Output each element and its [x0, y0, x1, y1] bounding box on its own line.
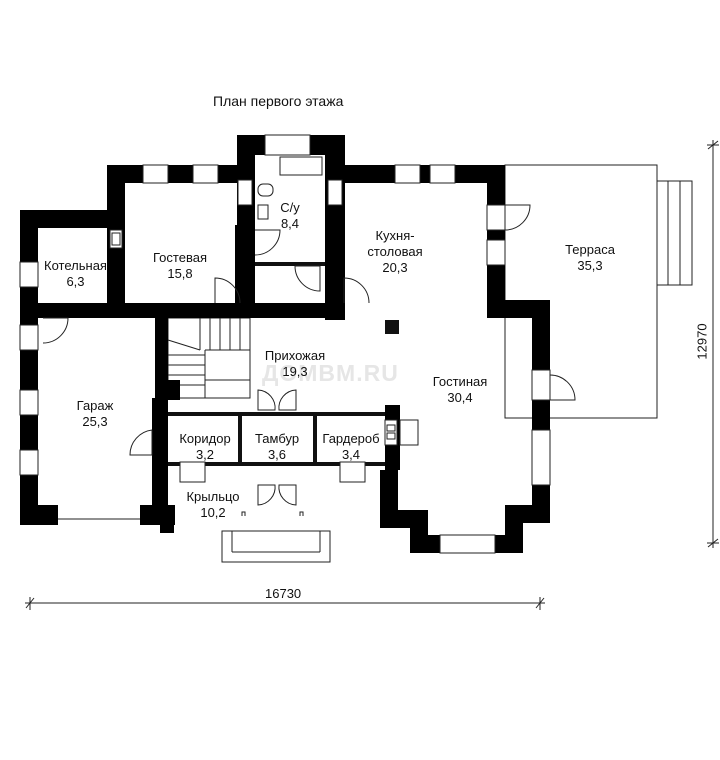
door	[294, 265, 321, 292]
room-name: Прихожая	[264, 348, 326, 363]
window	[531, 429, 551, 486]
window	[327, 179, 343, 206]
window	[179, 461, 206, 483]
room-name-2: столовая	[367, 244, 423, 259]
room-label-tambur: Тамбур 3,6	[244, 431, 310, 463]
window	[429, 164, 456, 184]
interior-walls	[168, 262, 400, 466]
room-label-kuhnya: Кухня- столовая 20,3	[350, 228, 440, 276]
window	[237, 179, 253, 206]
room-label-su: С/у 8,4	[270, 200, 310, 232]
room-label-kotelnaya: Котельная 6,3	[38, 258, 113, 290]
toilet	[257, 183, 274, 197]
window	[19, 389, 39, 416]
window	[168, 400, 203, 412]
window	[19, 261, 39, 288]
door	[549, 374, 576, 401]
room-name: Крыльцо	[186, 489, 240, 504]
room-name: Котельная	[44, 258, 107, 273]
room-label-garazh: Гараж 25,3	[60, 398, 130, 430]
window	[264, 134, 311, 156]
doors	[42, 204, 576, 516]
room-name: Коридор	[179, 431, 231, 446]
room-area: 3,6	[267, 447, 287, 462]
door	[343, 277, 370, 304]
watermark: ДОМВМ.RU	[262, 360, 399, 386]
room-area: 8,4	[280, 216, 300, 231]
dimension-height: 12970	[694, 323, 710, 360]
terrace-steps	[656, 180, 693, 286]
door	[129, 429, 153, 456]
room-label-gostinaya: Гостиная 30,4	[420, 374, 500, 406]
porch-steps	[221, 530, 331, 563]
window	[19, 449, 39, 476]
room-area: 15,8	[167, 266, 193, 281]
windows	[19, 134, 551, 554]
room-name: Кухня-	[375, 228, 415, 243]
door	[278, 389, 297, 411]
room-area: 3,4	[341, 447, 361, 462]
room-name: Гараж	[76, 398, 114, 413]
window	[142, 164, 169, 184]
window	[19, 324, 39, 351]
room-label-terrasa: Терраса 35,3	[550, 242, 630, 274]
window	[339, 461, 366, 483]
room-area: 3,2	[195, 447, 215, 462]
stairs	[167, 317, 251, 399]
room-name: Гостевая	[153, 250, 207, 265]
door	[257, 389, 276, 411]
room-area: 35,3	[577, 258, 603, 273]
window	[531, 369, 551, 401]
room-label-prihozhaya: Прихожая 19,3	[255, 348, 335, 380]
fixtures	[109, 156, 419, 446]
room-area: 19,3	[282, 364, 308, 379]
room-label-krylco: Крыльцо 10,2	[178, 489, 248, 521]
room-area: 30,4	[447, 390, 473, 405]
window	[192, 164, 219, 184]
room-area: 25,3	[82, 414, 108, 429]
door	[214, 277, 241, 304]
window	[439, 534, 496, 554]
exterior-walls	[20, 135, 550, 553]
room-name: Тамбур	[254, 431, 300, 446]
room-label-garderob: Гардероб 3,4	[318, 431, 384, 463]
door	[257, 484, 276, 506]
door	[254, 229, 281, 256]
door	[504, 204, 531, 231]
window	[394, 164, 421, 184]
room-label-koridor: Коридор 3,2	[172, 431, 238, 463]
window	[486, 239, 506, 266]
room-area: 10,2	[200, 505, 226, 520]
window	[486, 204, 506, 231]
door	[42, 317, 69, 344]
room-area: 20,3	[382, 260, 408, 275]
terrace-outline	[504, 164, 658, 419]
shower	[279, 156, 323, 176]
room-area: 6,3	[66, 274, 85, 289]
room-label-gostevaya: Гостевая 15,8	[140, 250, 220, 282]
room-name: С/у	[280, 200, 300, 215]
room-name: Гардероб	[322, 431, 380, 446]
room-name: Гостиная	[432, 374, 488, 389]
plan-title: План первого этажа	[213, 93, 344, 109]
room-name: Терраса	[565, 242, 615, 257]
dimension-width: 16730	[265, 586, 302, 601]
sink	[257, 204, 269, 220]
door	[278, 484, 297, 506]
